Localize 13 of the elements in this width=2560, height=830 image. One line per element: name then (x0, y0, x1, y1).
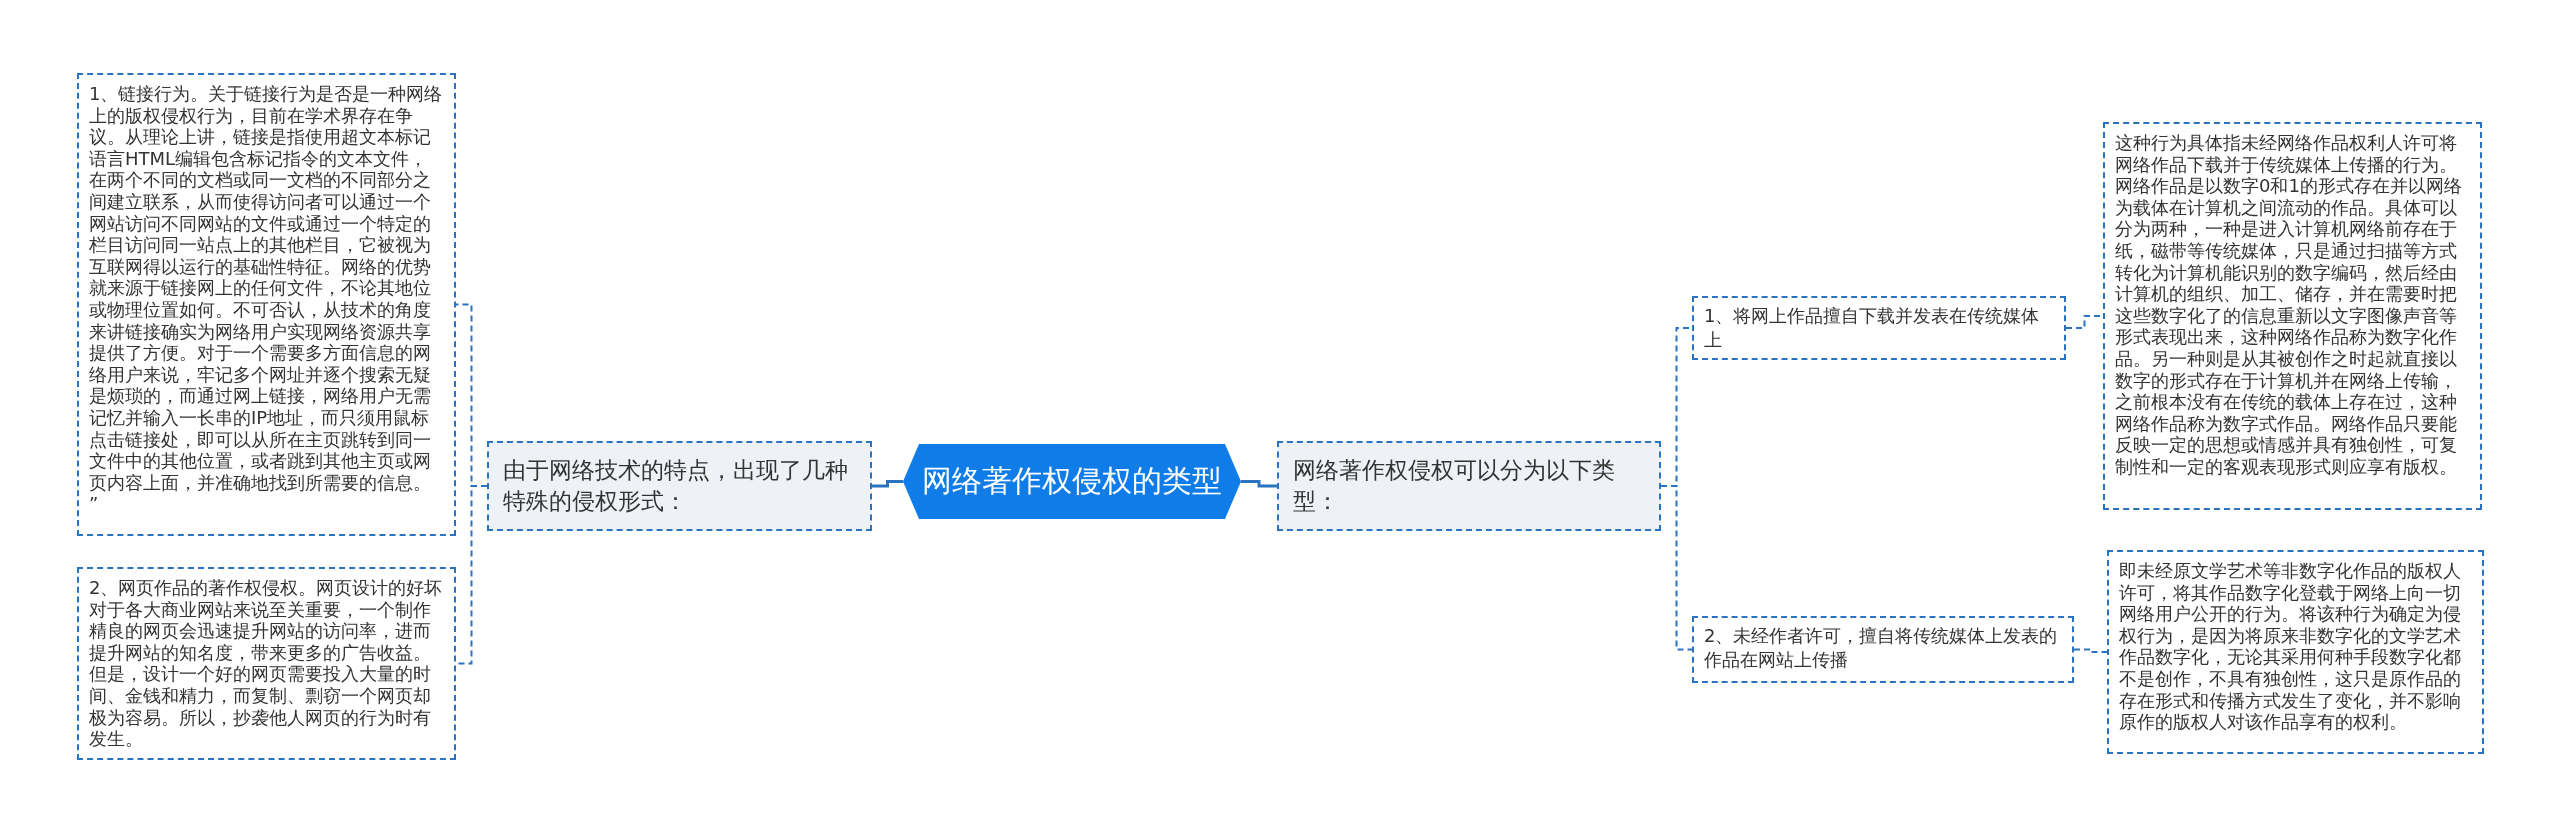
branch-box: 2、未经作者许可，擅自将传统媒体上发表的作品在网站上传播 (1692, 616, 2074, 683)
branch-box: 1、将网上作品擅自下载并发表在传统媒体上 (1692, 296, 2066, 360)
connector-line (2073, 648, 2108, 653)
connector-line (1241, 480, 1277, 488)
text-box: 1、链接行为。关于链接行为是否是一种网络上的版权侵权行为，目前在学术界存在争议。从理论上讲，链接是指使用超文本标记语言HTML编辑包含标记指令的文本文件，在两个不同的文档或同一文档的不同部分之间建立联系，从而使得访问者可以通过一个网站访问不同网站的文件或通过一个特定的栏目访问同一站点上的其他栏目，它被视为互联网得以运行的基础性特征。网络的优势就来源于链接网上的任何文件，不论其地位或物理位置如何。不可否认，从技术的角度来讲链接确实为网络用户实现网络资源共享提供了方便。对于一个需要多方面信息的网络用户来说，牢记多个网址并逐个搜索无疑是烦琐的，而通过网上链接，网络用户无需记忆并输入一长串的IP地址，而只须用鼠标点击链接处，即可以从所在主页跳转到同一文件中的其他位置，或者跳到其他主页或网页内容上面，并准确地找到所需要的信息。 ” (77, 73, 456, 536)
subtopic-box: 由于网络技术的特点，出现了几种特殊的侵权形式： (487, 441, 872, 531)
text-box: 这种行为具体指未经网络作品权利人许可将网络作品下载并于传统媒体上传播的行为。网络作品是以数字0和1的形式存在并以网络为载体在计算机之间流动的作品。具体可以分为两种，一种是进入计算机网络前存在于纸，磁带等传统媒体，只是通过扫描等方式转化为计算机能识别的数字编码，然后经由计算机的组织、加工、储存，并在需要时把这些数字化了的信息重新以文字图像声音等形式表现出来，这种网络作品称为数字化作品。另一种则是从其被创作之时起就直接以数字的形式存在于计算机并在网络上传输，之前根本没有在传统的载体上存在过，这种网络作品称为数字式作品。网络作品只要能反映一定的思想或情感并具有独创性，可复制性和一定的客观表现形式则应享有版权。 (2103, 122, 2482, 510)
connector-line (1660, 485, 1693, 651)
topic-hexagon: 网络著作权侵权的类型 (903, 444, 1241, 519)
connector-line (872, 480, 903, 488)
subtopic-box: 网络著作权侵权可以分为以下类型： (1277, 441, 1661, 531)
text-box: 2、网页作品的著作权侵权。网页设计的好坏对于各大商业网站来说至关重要，一个制作精良的网页会迅速提升网站的访问率，进而提升网站的知名度，带来更多的广告收益。但是，设计一个好的网页需要投入大量的时间、金钱和精力，而复制、剽窃一个网页却极为容易。所以，抄袭他人网页的行为时有发生。 (77, 567, 456, 760)
text-box: 即未经原文学艺术等非数字化作品的版权人许可，将其作品数字化登载于网络上向一切网络用户公开的行为。将该种行为确定为侵权行为，是因为将原来非数字化的文学艺术作品数字化，无论其采用何种手段数字化都不是创作，不具有独创性，这只是原作品的存在形式和传播方式发生了变化，并不影响原作的版权人对该作品享有的权利。 (2107, 550, 2484, 754)
